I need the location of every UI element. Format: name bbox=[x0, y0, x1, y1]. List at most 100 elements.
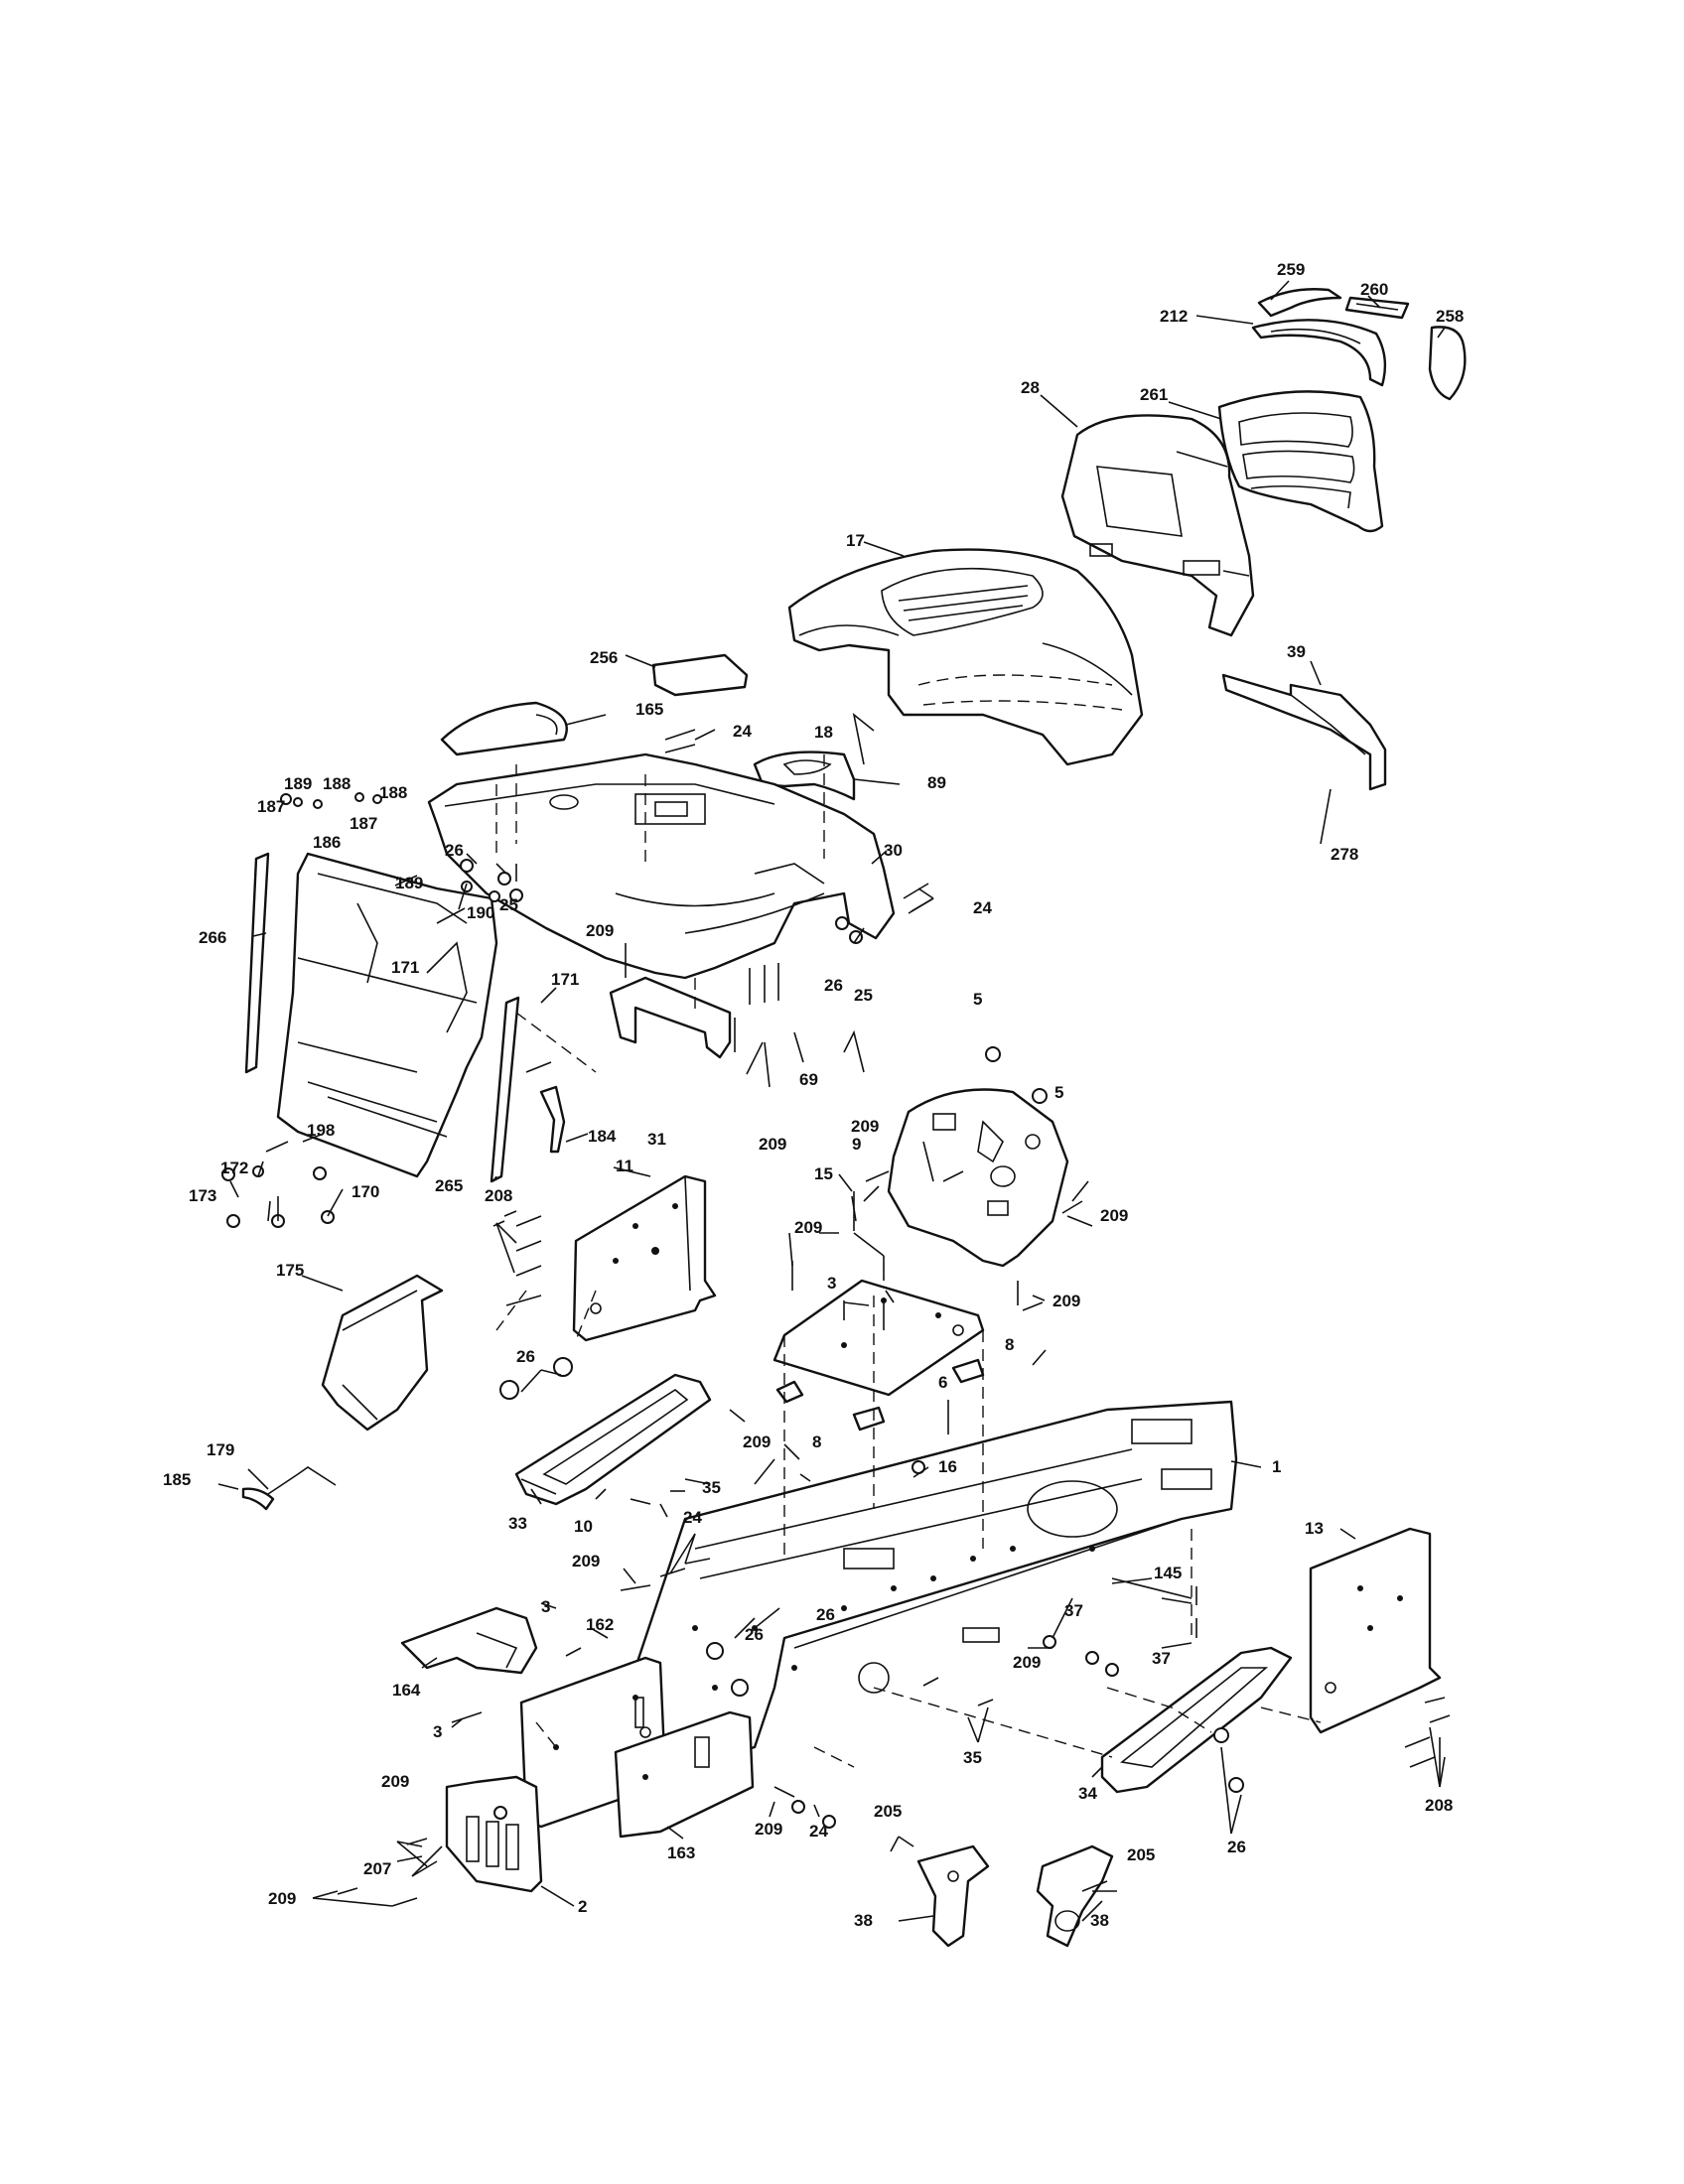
callout-8-a: 8 bbox=[1005, 1335, 1014, 1354]
callout-188-a: 188 bbox=[323, 774, 351, 793]
callout-209-a: 209 bbox=[586, 921, 614, 940]
part-184-lever bbox=[539, 1085, 566, 1154]
callout-24-c: 24 bbox=[683, 1508, 702, 1527]
callout-265: 265 bbox=[435, 1176, 463, 1195]
part-260-trim bbox=[1344, 296, 1410, 320]
callout-6: 6 bbox=[938, 1373, 947, 1392]
callout-35-a: 35 bbox=[702, 1478, 721, 1497]
callout-89: 89 bbox=[927, 773, 946, 792]
callout-209-l: 209 bbox=[268, 1889, 296, 1908]
callout-186: 186 bbox=[313, 833, 341, 852]
part-2-bracket bbox=[445, 1775, 543, 1893]
callout-198: 198 bbox=[307, 1121, 335, 1140]
callout-184: 184 bbox=[588, 1127, 617, 1146]
callout-26-d: 26 bbox=[816, 1605, 835, 1624]
callout-207: 207 bbox=[363, 1859, 391, 1878]
callout-209-c: 209 bbox=[759, 1135, 786, 1154]
callout-3-a: 3 bbox=[827, 1274, 836, 1293]
callout-209-i: 209 bbox=[1013, 1653, 1041, 1672]
part-6-plate bbox=[772, 1279, 985, 1397]
callout-209-h: 209 bbox=[572, 1552, 600, 1570]
callout-28: 28 bbox=[1021, 378, 1040, 397]
callout-33: 33 bbox=[508, 1514, 527, 1533]
callout-208-a: 208 bbox=[485, 1186, 512, 1205]
callout-17: 17 bbox=[846, 531, 865, 550]
callout-164: 164 bbox=[392, 1681, 421, 1700]
part-31-bracket bbox=[609, 976, 732, 1059]
part-30-fender bbox=[427, 752, 896, 980]
callout-5-a: 5 bbox=[973, 990, 982, 1009]
callout-171-b: 171 bbox=[551, 970, 579, 989]
callout-209-k: 209 bbox=[755, 1820, 782, 1839]
part-33-step bbox=[514, 1373, 712, 1506]
part-89-pad bbox=[753, 751, 856, 801]
callout-18: 18 bbox=[814, 723, 833, 742]
callout-35-b: 35 bbox=[963, 1748, 982, 1767]
callout-labels: 259 260 258 212 28 261 17 39 256 18 278 … bbox=[163, 260, 1464, 1930]
callout-209-f: 209 bbox=[1052, 1292, 1080, 1310]
callout-26-b: 26 bbox=[824, 976, 843, 995]
callout-24-b: 24 bbox=[973, 898, 992, 917]
callout-256: 256 bbox=[590, 648, 618, 667]
callout-209-b: 209 bbox=[851, 1117, 879, 1136]
part-266-side-strip bbox=[244, 852, 270, 1074]
part-212-light-bar bbox=[1251, 319, 1387, 387]
alignment-lines bbox=[495, 754, 1322, 1768]
callout-187-b: 187 bbox=[350, 814, 377, 833]
callout-260: 260 bbox=[1360, 280, 1388, 299]
callout-261: 261 bbox=[1140, 385, 1168, 404]
callout-187-a: 187 bbox=[257, 797, 285, 816]
callout-185: 185 bbox=[163, 1470, 191, 1489]
part-39-bracket bbox=[1221, 673, 1387, 791]
part-258-light-cover bbox=[1428, 326, 1467, 401]
callout-26-c: 26 bbox=[516, 1347, 535, 1366]
callout-37-a: 37 bbox=[1064, 1601, 1083, 1620]
part-265-side-strip bbox=[490, 996, 520, 1183]
part-175-shield bbox=[321, 1274, 444, 1432]
callout-24-d: 24 bbox=[809, 1822, 828, 1841]
part-17-hood bbox=[787, 548, 1144, 766]
callout-26-e: 26 bbox=[745, 1625, 764, 1644]
callout-172: 172 bbox=[220, 1159, 248, 1177]
part-170-panel bbox=[276, 852, 498, 1178]
callout-162: 162 bbox=[586, 1615, 614, 1634]
callout-10: 10 bbox=[574, 1517, 593, 1536]
callout-25-a: 25 bbox=[499, 895, 518, 914]
callout-1: 1 bbox=[1272, 1457, 1281, 1476]
part-38-bracket-b bbox=[1036, 1844, 1114, 1948]
callout-209-j: 209 bbox=[381, 1772, 409, 1791]
bolt-shafts bbox=[337, 729, 1451, 1907]
callout-26-a: 26 bbox=[445, 841, 464, 860]
part-179-rod bbox=[241, 1466, 337, 1511]
callout-3-b: 3 bbox=[541, 1597, 550, 1616]
callout-9: 9 bbox=[852, 1135, 861, 1154]
part-259-lens-cover bbox=[1257, 288, 1342, 318]
callout-208-b: 208 bbox=[1425, 1796, 1453, 1815]
callout-266: 266 bbox=[199, 928, 226, 947]
callout-69: 69 bbox=[799, 1070, 818, 1089]
callout-188-b: 188 bbox=[379, 783, 407, 802]
part-256-cover bbox=[651, 653, 749, 697]
callout-205-b: 205 bbox=[1127, 1845, 1155, 1864]
callout-205-a: 205 bbox=[874, 1802, 902, 1821]
leader-lines bbox=[217, 280, 1446, 1922]
callout-189-b: 189 bbox=[395, 874, 423, 892]
callout-259: 259 bbox=[1277, 260, 1305, 279]
callout-3-c: 3 bbox=[433, 1722, 442, 1741]
callout-5-b: 5 bbox=[1054, 1083, 1063, 1102]
part-164-bracket bbox=[400, 1606, 538, 1675]
callout-13: 13 bbox=[1305, 1519, 1324, 1538]
callout-16: 16 bbox=[938, 1457, 957, 1476]
part-165-cover bbox=[440, 701, 568, 756]
callout-38-b: 38 bbox=[1090, 1911, 1109, 1930]
callout-37-b: 37 bbox=[1152, 1649, 1171, 1668]
callout-163: 163 bbox=[667, 1843, 695, 1862]
callout-11: 11 bbox=[616, 1157, 633, 1175]
callout-2: 2 bbox=[578, 1897, 587, 1916]
callout-209-g: 209 bbox=[743, 1433, 771, 1451]
callout-31: 31 bbox=[647, 1130, 666, 1149]
callout-39: 39 bbox=[1287, 642, 1306, 661]
callout-25-b: 25 bbox=[854, 986, 873, 1005]
part-163-plate bbox=[614, 1710, 755, 1839]
callout-8-b: 8 bbox=[812, 1433, 821, 1451]
